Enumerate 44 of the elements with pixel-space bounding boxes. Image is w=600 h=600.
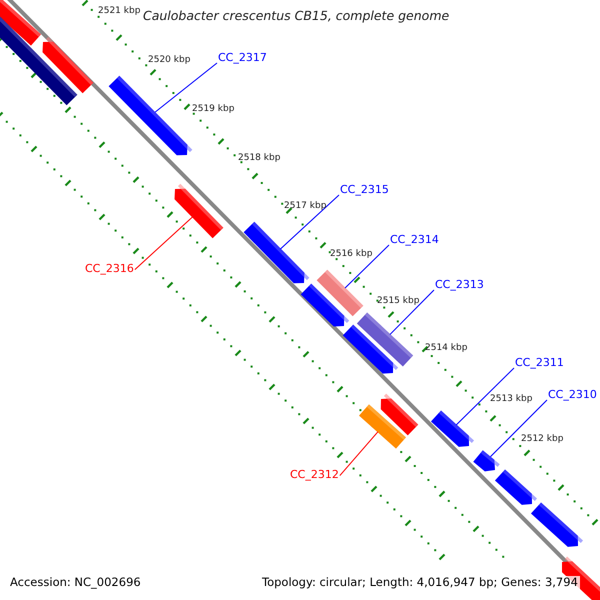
gene-label: CC_2317: [218, 52, 267, 63]
position-label: 2512 kbp: [521, 435, 564, 444]
gene-label: CC_2310: [548, 389, 597, 400]
leader-line: [456, 368, 514, 426]
gene-label: CC_2314: [390, 234, 439, 245]
gene-feature: [316, 270, 364, 316]
gene-label: CC_2316: [85, 263, 134, 274]
position-label: 2518 kbp: [238, 154, 280, 163]
position-label: 2521 kbp: [98, 7, 140, 16]
gene-feature: [342, 324, 398, 374]
gene-label: CC_2311: [515, 357, 564, 368]
leader-line: [280, 194, 340, 250]
gene-feature: [530, 502, 584, 547]
position-label: 2515 kbp: [377, 297, 420, 306]
leader-line: [339, 431, 378, 476]
gene-feature: [174, 184, 224, 238]
position-label: 2516 kbp: [330, 250, 372, 259]
gene-feature: [380, 394, 418, 436]
gene-feature: [359, 404, 406, 449]
gene-feature: [42, 36, 94, 94]
leader-line: [154, 62, 218, 113]
title: Caulobacter crescentus CB15, complete genome: [143, 10, 450, 22]
gene-feature: [494, 469, 538, 505]
gene-label: CC_2313: [435, 279, 484, 290]
gene-feature: [244, 222, 310, 284]
position-label: 2517 kbp: [284, 202, 326, 211]
footer-text: Topology: circular; Length: 4,016,947 bp; Genes: 3,794: [260, 576, 580, 590]
gene-feature: [0, 0, 42, 46]
gene-feature: [473, 450, 500, 472]
position-label: 2514 kbp: [425, 344, 468, 353]
leader-line: [490, 400, 548, 458]
gene-feature: [356, 312, 414, 366]
gene-label: CC_2312: [290, 469, 339, 480]
leader-line: [344, 244, 390, 289]
leader-line: [390, 290, 434, 335]
gene-feature: [0, 16, 78, 106]
gene-feature: [108, 76, 192, 156]
position-label: 2513 kbp: [490, 395, 532, 404]
gene-feature: [300, 284, 350, 326]
leader-line: [134, 216, 193, 270]
footer-text: Accession: NC_002696: [8, 576, 143, 590]
position-label: 2520 kbp: [148, 56, 190, 65]
gene-label: CC_2315: [340, 184, 389, 195]
gene-feature: [430, 410, 474, 447]
